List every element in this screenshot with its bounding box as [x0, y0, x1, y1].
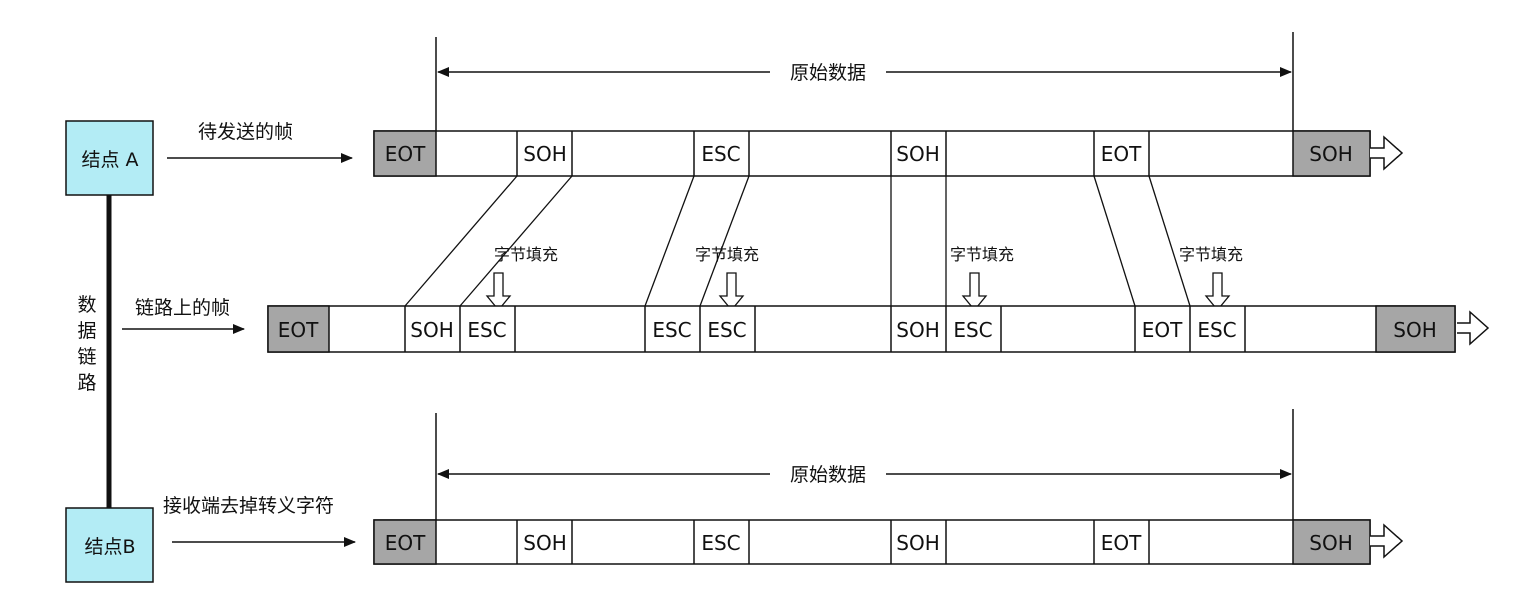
- node-b-label: 结点B: [84, 536, 135, 558]
- data-eot: EOT: [1101, 142, 1142, 166]
- frame-end-flag: [1292, 519, 1371, 565]
- frame-start-flag: [267, 305, 330, 353]
- frame-end-soh: SOH: [1309, 142, 1352, 166]
- data-link-label: 数 据 链 路: [77, 294, 96, 394]
- data-soh: SOH: [896, 531, 939, 555]
- stuffing-label: 字节填充: [695, 245, 759, 264]
- stuffed-esc: ESC: [953, 318, 992, 342]
- svg-text:据: 据: [77, 320, 96, 342]
- frame-sender: EOT SOH SOH ESC SOH EOT: [373, 130, 1404, 177]
- data-eot: EOT: [1101, 531, 1142, 555]
- data-soh: SOH: [410, 318, 453, 342]
- frame-receiver: EOT SOH SOH ESC SOH EOT: [373, 519, 1404, 565]
- span-bottom: 原始数据: [435, 409, 1294, 520]
- frame-start-flag: [373, 519, 437, 565]
- down-arrow-icon: [485, 272, 512, 312]
- svg-text:路: 路: [77, 372, 96, 394]
- row-label-top: 待发送的帧: [198, 121, 293, 143]
- frame-end-soh: SOH: [1393, 318, 1436, 342]
- frame-start-eot: EOT: [385, 531, 426, 555]
- mapping-lines: [404, 175, 1191, 307]
- stuffing-note-4: 字节填充: [1179, 245, 1243, 312]
- span-top-label: 原始数据: [790, 62, 866, 84]
- node-b: 结点B: [65, 507, 154, 583]
- continue-arrow-icon: [1370, 523, 1404, 559]
- frame-end-flag: [1375, 305, 1456, 353]
- stuffed-esc: ESC: [467, 318, 506, 342]
- continue-arrow-icon: [1457, 310, 1490, 346]
- stuffing-label: 字节填充: [494, 245, 558, 264]
- continue-arrow-icon: [1370, 135, 1404, 171]
- row-label-bottom: 接收端去掉转义字符: [163, 495, 334, 517]
- down-arrow-icon: [718, 272, 745, 312]
- frame-start-eot: EOT: [278, 318, 319, 342]
- data-esc: ESC: [701, 531, 740, 555]
- span-top: 原始数据: [435, 32, 1294, 131]
- node-a: 结点 A: [65, 120, 154, 196]
- data-soh: SOH: [523, 142, 566, 166]
- stuffing-label: 字节填充: [1179, 245, 1243, 264]
- down-arrow-icon: [961, 272, 988, 312]
- stuffed-esc: ESC: [1197, 318, 1236, 342]
- stuffed-esc: ESC: [707, 318, 746, 342]
- frame-start-flag: [373, 130, 437, 177]
- data-eot: EOT: [1142, 318, 1183, 342]
- stuffing-note-2: 字节填充: [695, 245, 759, 312]
- frame-start-eot: EOT: [385, 142, 426, 166]
- data-soh: SOH: [523, 531, 566, 555]
- row-label-middle: 链路上的帧: [135, 297, 230, 319]
- frame-end-soh: SOH: [1309, 531, 1352, 555]
- stuffing-note-3: 字节填充: [950, 245, 1014, 312]
- down-arrow-icon: [1204, 272, 1231, 312]
- data-soh: SOH: [896, 142, 939, 166]
- span-bottom-label: 原始数据: [790, 464, 866, 486]
- data-esc: ESC: [652, 318, 691, 342]
- data-esc: ESC: [701, 142, 740, 166]
- frame-end-flag: [1292, 130, 1371, 177]
- frame-link: EOT SOH SOH ESC ESC ESC SOH ESC EOT ESC: [267, 305, 1490, 353]
- stuffing-note-1: 字节填充: [485, 245, 558, 312]
- svg-text:数: 数: [77, 294, 96, 316]
- node-a-label: 结点 A: [81, 149, 138, 171]
- svg-text:链: 链: [77, 346, 96, 368]
- stuffing-label: 字节填充: [950, 245, 1014, 264]
- data-soh: SOH: [896, 318, 939, 342]
